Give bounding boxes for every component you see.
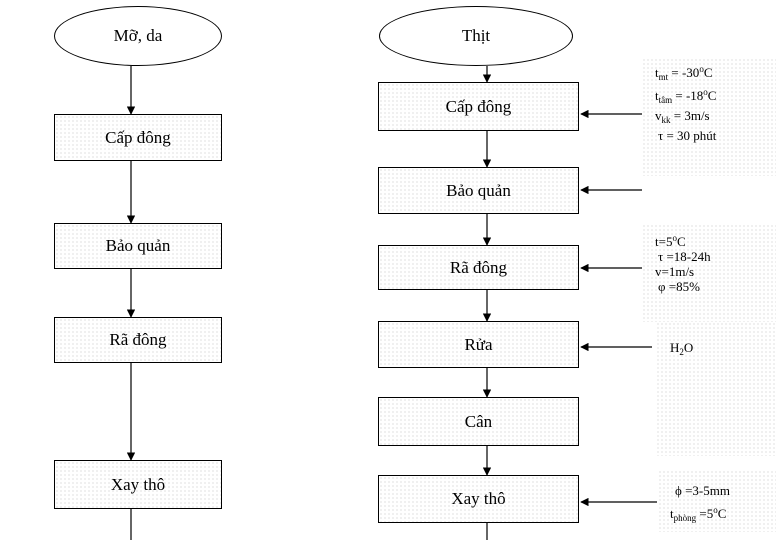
note-line-v: v=1m/s (655, 264, 695, 279)
note-grind: ϕ =3-5mm tphòng =5oC (670, 483, 730, 526)
right-step-ra-dong: Rã đông (378, 245, 579, 290)
step-label: Xay thô (110, 474, 166, 494)
note-line-phi: ϕ =3-5mm (675, 483, 730, 498)
note-bg-freeze (642, 58, 776, 176)
step-label: Cấp đông (105, 127, 171, 147)
step-label: Rã đông (109, 330, 167, 349)
note-line-t-tam: ttâm = -18oC (655, 87, 717, 105)
note-line-t-phong: tphòng =5oC (670, 505, 727, 523)
note-bg-wash (656, 322, 776, 456)
note-line-v-kk: vkk = 3m/s (655, 108, 710, 125)
step-label: Xay thô (451, 489, 506, 508)
note-wash: H2O (670, 340, 694, 357)
step-label: Bảo quản (446, 180, 511, 200)
note-thaw: t=5oC τ =18-24h v=1m/s φ =85% (655, 231, 711, 294)
right-step-can: Cân (378, 397, 579, 446)
note-line-t-mt: tmt = -30oC (655, 64, 713, 82)
left-step-xay-tho: Xay thô (54, 460, 222, 509)
start-oval-thit: Thịt (379, 6, 573, 66)
step-label: Rửa (464, 334, 493, 354)
right-step-rua: Rửa (378, 321, 579, 368)
start-label: Thịt (461, 26, 491, 45)
right-step-bao-quan: Bảo quản (378, 167, 579, 214)
note-line-t: t=5oC (655, 233, 686, 249)
note-line-tau: τ =18-24h (658, 249, 711, 264)
note-line-phi: φ =85% (658, 279, 700, 294)
note-freeze: tmt = -30oC ttâm = -18oC vkk = 3m/s τ = … (655, 62, 716, 143)
step-label: Bảo quản (105, 236, 171, 255)
step-label: Cấp đông (445, 96, 512, 116)
note-line-tau: τ = 30 phút (658, 128, 717, 143)
note-bg-thaw (642, 224, 776, 322)
step-label: Cân (464, 411, 493, 431)
right-step-xay-tho: Xay thô (378, 475, 579, 523)
right-step-cap-dong: Cấp đông (378, 82, 579, 131)
start-label: Mỡ, da (113, 26, 163, 45)
start-oval-mo-da: Mỡ, da (54, 6, 222, 66)
left-step-bao-quan: Bảo quản (54, 223, 222, 269)
left-step-cap-dong: Cấp đông (54, 114, 222, 161)
note-bg-grind (658, 470, 776, 532)
step-label: Rã đông (449, 257, 508, 277)
left-step-ra-dong: Rã đông (54, 317, 222, 363)
